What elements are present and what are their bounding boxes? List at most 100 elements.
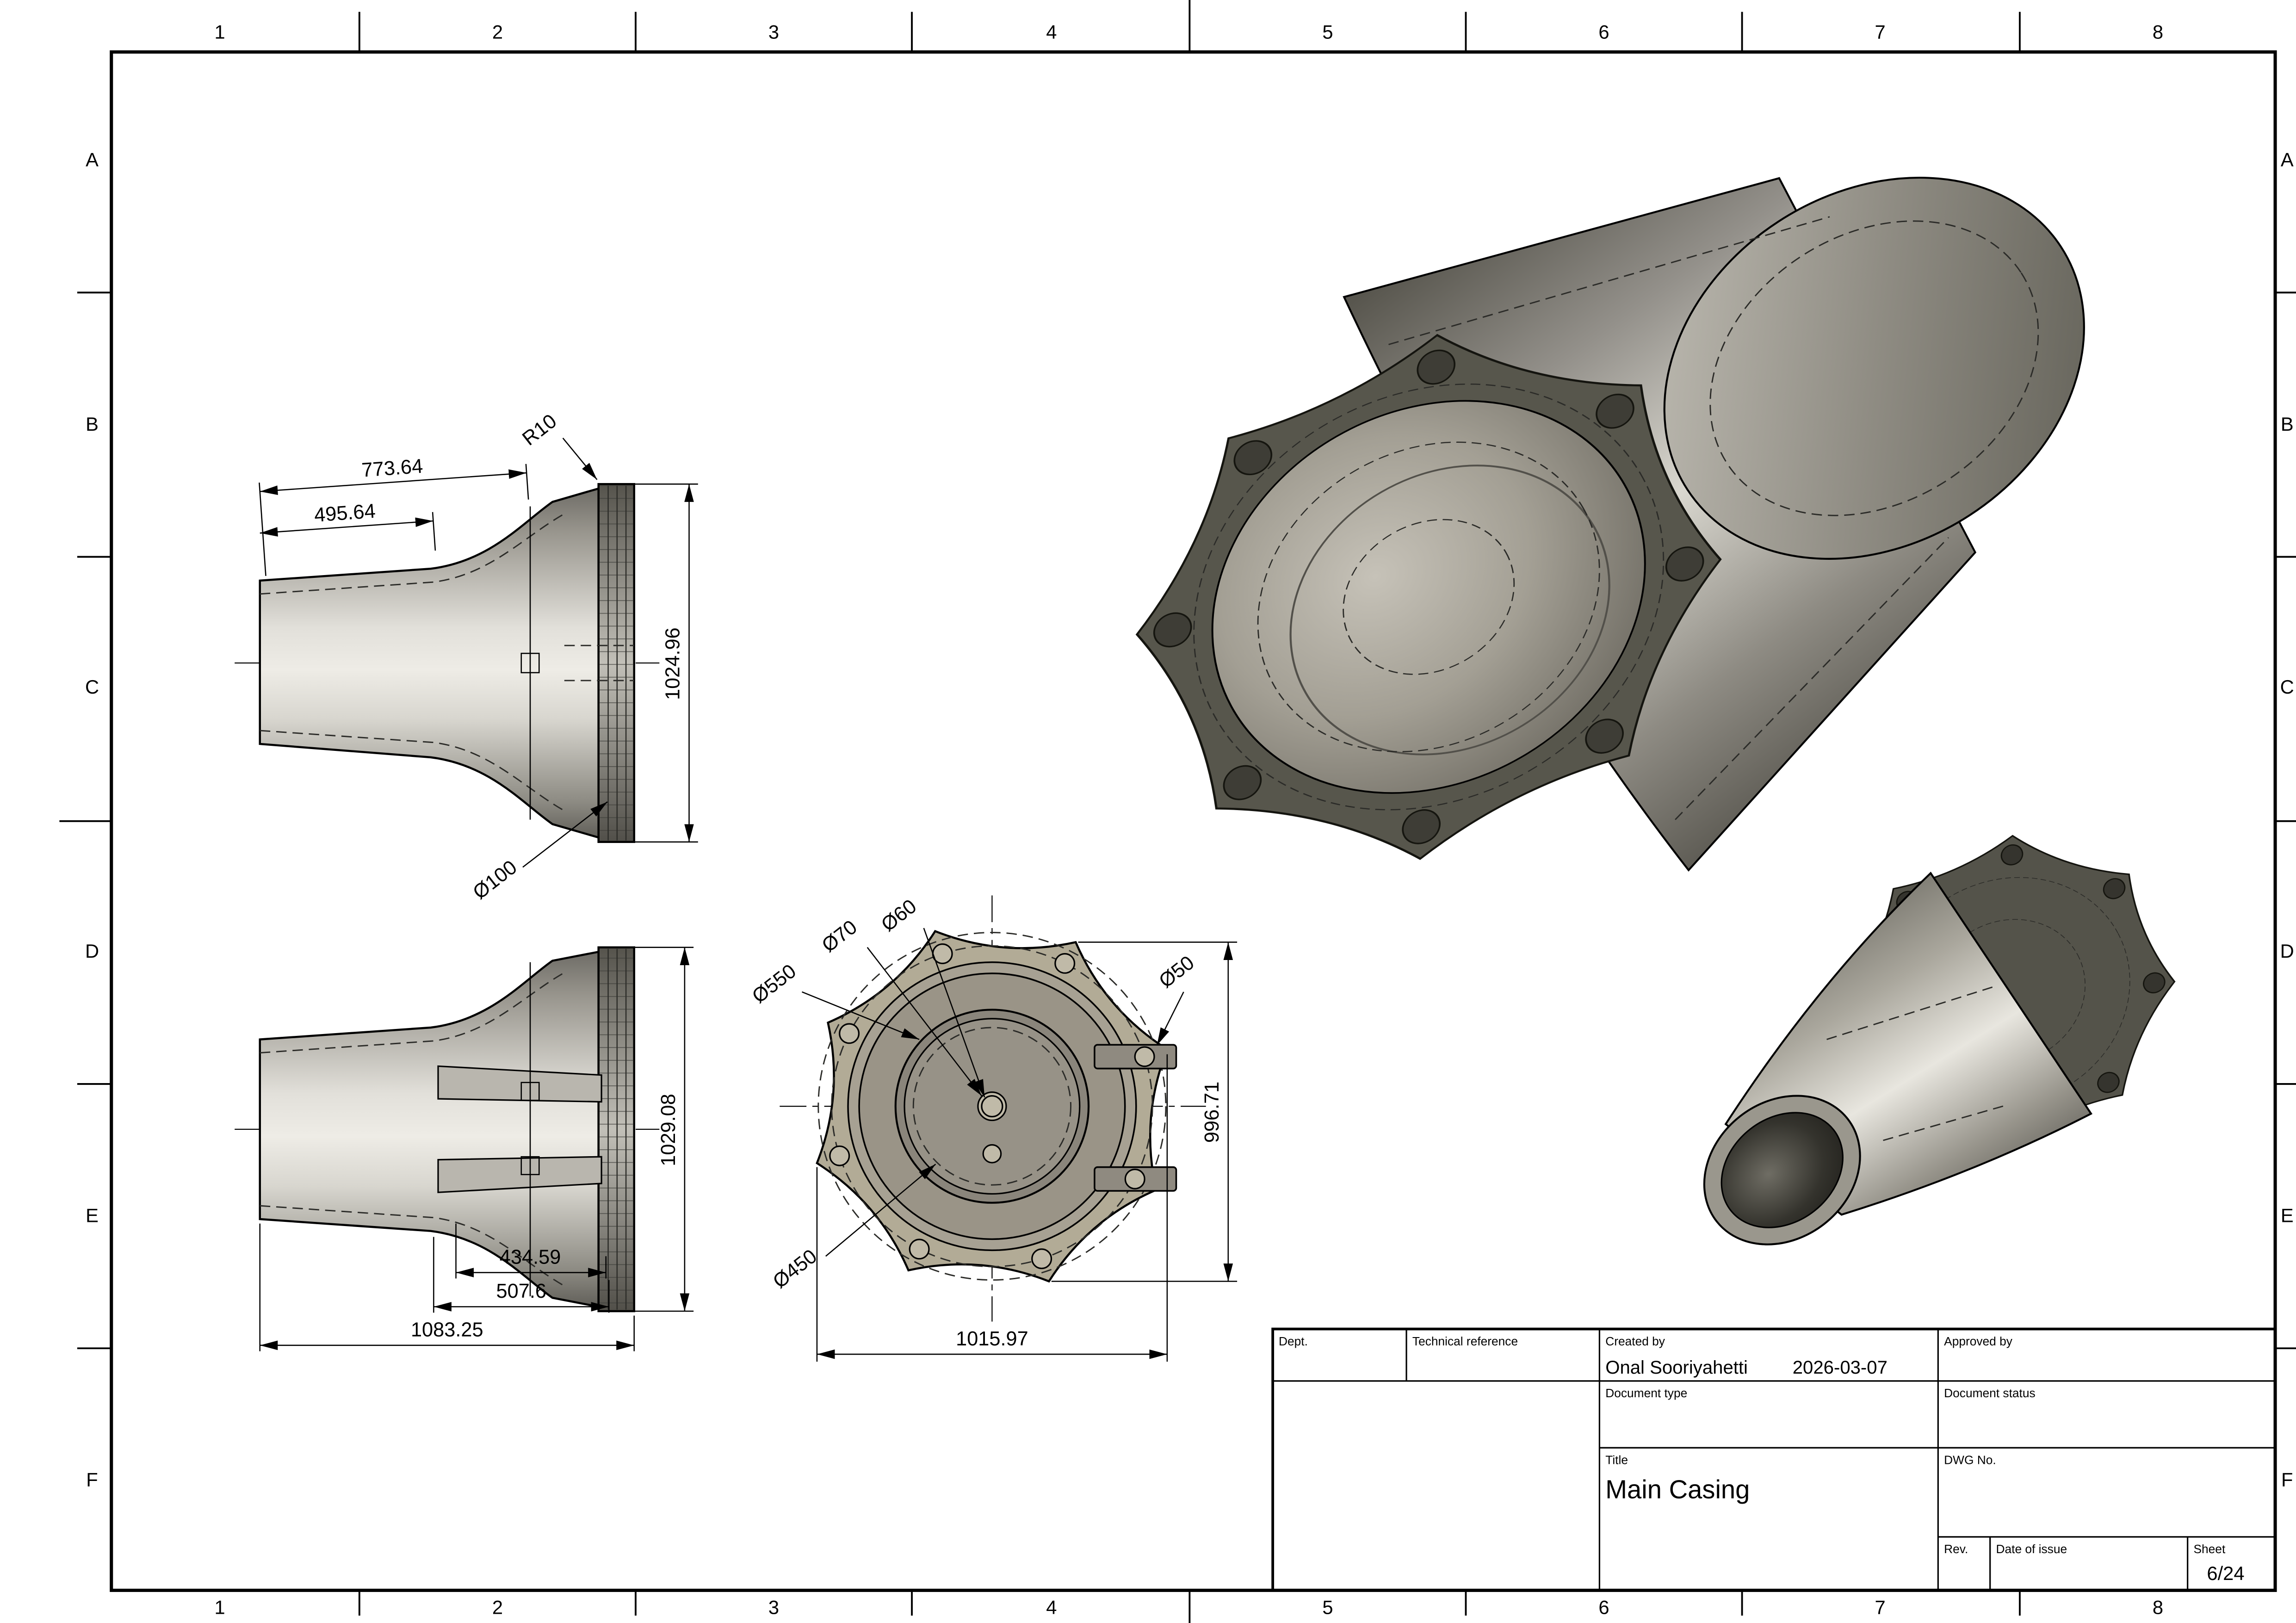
zone-col-5-bottom: 5 bbox=[1322, 1597, 1333, 1618]
dim-d450-text: Ø450 bbox=[769, 1245, 821, 1293]
dim-1024: 1024.96 bbox=[634, 483, 698, 843]
zone-col-4-bottom: 4 bbox=[1046, 1597, 1057, 1618]
cylinder-end-cap bbox=[1663, 177, 2085, 560]
dim-1024-text: 1024.96 bbox=[662, 627, 684, 700]
boss-detail bbox=[520, 652, 540, 674]
hidden-bore-circle bbox=[1343, 519, 1515, 675]
dim-r10: R10 bbox=[518, 410, 598, 480]
document-status-label: Document status bbox=[1944, 1386, 2035, 1400]
dim-996-text: 996.71 bbox=[1201, 1082, 1223, 1143]
sheet-number: 6/24 bbox=[2207, 1562, 2244, 1584]
hidden-bolt-circle bbox=[1193, 384, 1665, 811]
dim-1015-text: 1015.97 bbox=[956, 1328, 1028, 1350]
iso-view-large bbox=[1135, 177, 2085, 872]
dim-d60-text: Ø60 bbox=[877, 895, 921, 936]
horn-outline bbox=[259, 487, 600, 839]
sheet-frame: 1 2 3 4 5 6 7 8 1 2 3 4 5 6 7 8 A B C D … bbox=[59, 0, 2296, 1623]
dim-996: 996.71 bbox=[1051, 942, 1238, 1282]
hidden-back-edge bbox=[817, 932, 1167, 1281]
sheet-label: Sheet bbox=[2193, 1542, 2225, 1556]
rev-label: Rev. bbox=[1944, 1542, 1968, 1556]
zone-ticks bbox=[59, 0, 2296, 1623]
side-view-top: 773.64 495.64 1024.96 R10 Ø100 bbox=[235, 410, 698, 904]
zone-row-c-left: C bbox=[85, 676, 99, 698]
zone-col-3-bottom: 3 bbox=[768, 1597, 779, 1618]
flange-lines bbox=[607, 948, 627, 1310]
zone-col-7-top: 7 bbox=[1875, 21, 1886, 43]
dim-r10-text: R10 bbox=[518, 410, 561, 450]
dim-773-text: 773.64 bbox=[361, 455, 424, 482]
body-hidden-lines bbox=[1388, 216, 1949, 820]
hidden-450 bbox=[912, 1027, 1072, 1186]
zone-col-3-top: 3 bbox=[768, 21, 779, 43]
bolt-circle bbox=[831, 945, 1153, 1268]
zone-row-a-right: A bbox=[2281, 149, 2294, 170]
approved-by-label: Approved by bbox=[1944, 1334, 2013, 1348]
title-label: Title bbox=[1605, 1453, 1628, 1467]
internal-ribs bbox=[437, 1065, 602, 1193]
lower-hole bbox=[982, 1144, 1002, 1164]
flange-serrations bbox=[600, 485, 633, 841]
zone-col-6-top: 6 bbox=[1598, 21, 1609, 43]
zone-col-4-top: 4 bbox=[1046, 21, 1057, 43]
dept-label: Dept. bbox=[1279, 1334, 1308, 1348]
dim-495-text: 495.64 bbox=[314, 500, 377, 527]
zone-row-d-left: D bbox=[85, 940, 99, 962]
dim-1029: 1029.08 bbox=[634, 947, 694, 1312]
date-of-issue-label: Date of issue bbox=[1996, 1542, 2067, 1556]
dim-1083-text: 1083.25 bbox=[411, 1319, 483, 1341]
zone-col-5-top: 5 bbox=[1322, 21, 1333, 43]
zone-col-1-bottom: 1 bbox=[215, 1597, 225, 1618]
zone-row-a-left: A bbox=[86, 149, 99, 170]
drawing-title: Main Casing bbox=[1605, 1474, 1750, 1504]
zone-row-f-right: F bbox=[2281, 1469, 2293, 1491]
flange-bolt-holes bbox=[1153, 349, 1704, 844]
front-view: Ø60 Ø70 Ø550 Ø50 Ø450 996.71 1015. bbox=[748, 895, 1238, 1362]
dim-507: 507.6 bbox=[433, 1237, 610, 1313]
dim-773: 773.64 bbox=[259, 455, 529, 576]
zone-row-b-left: B bbox=[86, 413, 99, 435]
hidden-lines bbox=[260, 513, 634, 812]
created-by-label: Created by bbox=[1605, 1334, 1665, 1348]
flange-3d bbox=[1135, 334, 1722, 860]
iso-view-small bbox=[1703, 835, 2176, 1245]
dim-d50: Ø50 bbox=[1155, 952, 1199, 1046]
flange-serrations bbox=[600, 948, 633, 1310]
cone-hidden-lines bbox=[1826, 985, 2008, 1141]
mouth-bore bbox=[1720, 1112, 1844, 1228]
flange-opening bbox=[1211, 400, 1646, 794]
zone-row-c-right: C bbox=[2280, 676, 2294, 698]
zone-col-1-top: 1 bbox=[215, 21, 225, 43]
bolt-holes bbox=[829, 943, 1155, 1270]
dwg-no-label: DWG No. bbox=[1944, 1453, 1996, 1467]
dim-d50-text: Ø50 bbox=[1155, 952, 1198, 992]
zone-row-d-right: D bbox=[2280, 940, 2294, 962]
hidden-inner-circle bbox=[1257, 441, 1600, 752]
dim-1015: 1015.97 bbox=[816, 1054, 1168, 1362]
dim-d100-text: Ø100 bbox=[469, 856, 521, 904]
cavity-step bbox=[1289, 465, 1610, 756]
zone-col-6-bottom: 6 bbox=[1598, 1597, 1609, 1618]
zone-col-8-bottom: 8 bbox=[2153, 1597, 2163, 1618]
zone-row-f-left: F bbox=[86, 1469, 98, 1491]
zone-row-e-right: E bbox=[2281, 1204, 2294, 1226]
dim-1029-text: 1029.08 bbox=[657, 1094, 680, 1166]
boss-detail-1 bbox=[520, 1082, 540, 1101]
dim-434: 434.59 bbox=[455, 1223, 607, 1279]
zone-row-b-right: B bbox=[2281, 413, 2294, 435]
document-type-label: Document type bbox=[1605, 1386, 1687, 1400]
zone-col-7-bottom: 7 bbox=[1875, 1597, 1886, 1618]
side-view-bottom: 434.59 507.6 1083.25 1029.08 bbox=[235, 946, 694, 1351]
zone-col-8-top: 8 bbox=[2153, 21, 2163, 43]
title-block: Dept. Technical reference Created by Ona… bbox=[1271, 1327, 2277, 1592]
zone-col-2-top: 2 bbox=[492, 21, 503, 43]
dim-d70-text: Ø70 bbox=[818, 916, 861, 957]
created-date-value: 2026-03-07 bbox=[1793, 1357, 1888, 1378]
flange-lines bbox=[607, 485, 627, 841]
center-hole-60 bbox=[981, 1095, 1003, 1118]
boss-detail-2 bbox=[520, 1156, 540, 1176]
created-by-value: Onal Sooriyahetti bbox=[1605, 1357, 1748, 1378]
zone-row-e-left: E bbox=[86, 1204, 99, 1226]
zone-col-2-bottom: 2 bbox=[492, 1597, 503, 1618]
